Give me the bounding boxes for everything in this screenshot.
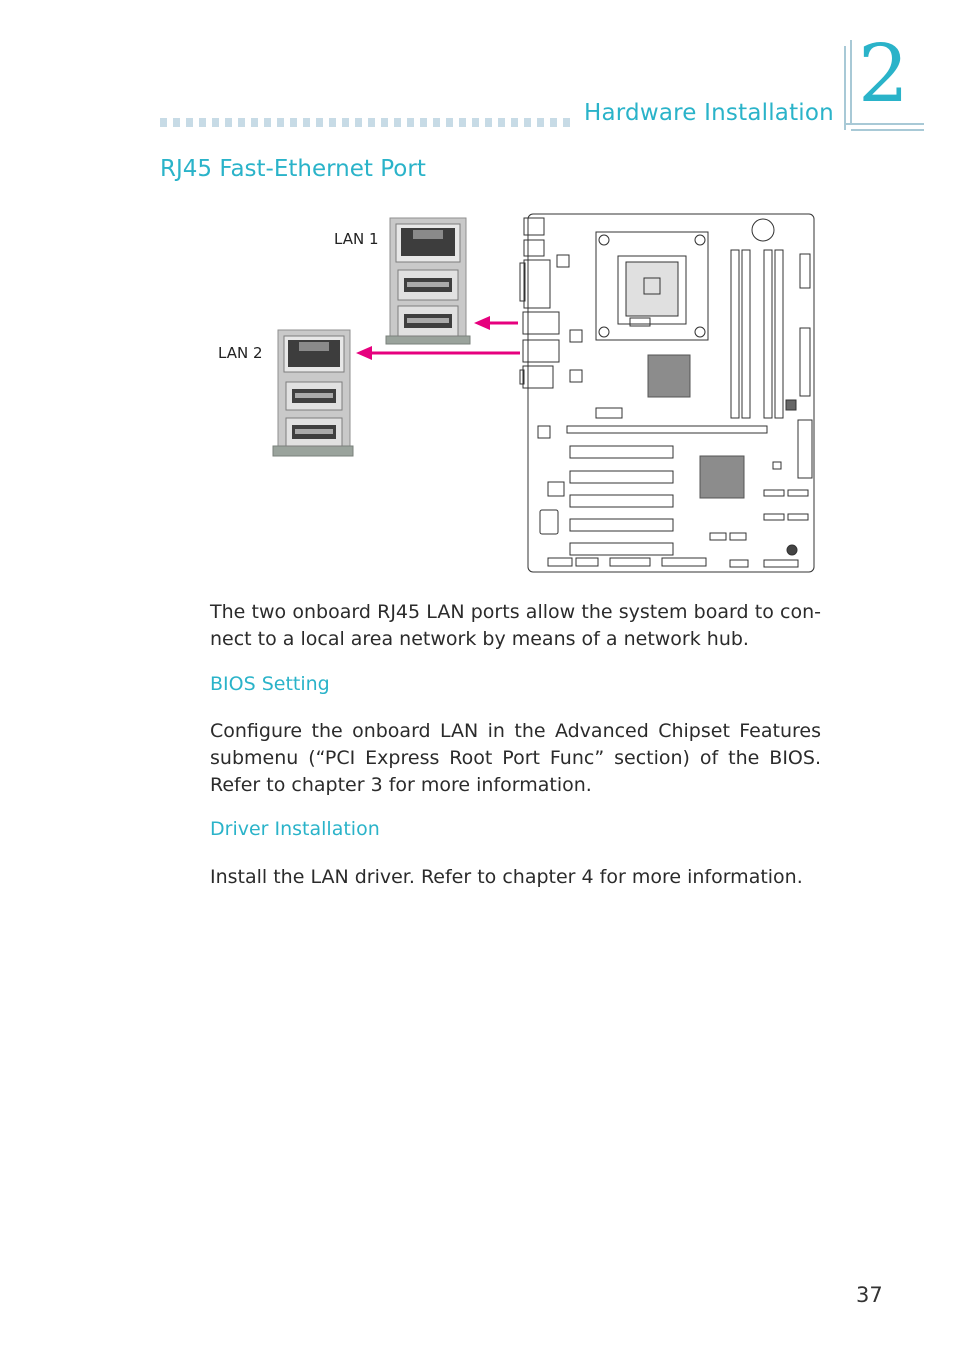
driver-installation-title: Driver Installation: [210, 818, 380, 840]
page-number: 37: [856, 1283, 883, 1307]
header-section-title: Hardware Installation: [584, 100, 834, 126]
lan1-label: LAN 1: [334, 230, 379, 248]
motherboard-diagram: [519, 213, 815, 573]
header-dot-strip: [160, 118, 575, 127]
pointer-arrows: [356, 316, 520, 360]
intro-paragraph: The two onboard RJ45 LAN ports allow the…: [210, 601, 821, 650]
bios-setting-title: BIOS Setting: [210, 673, 330, 695]
chapter-tab-frame: [844, 40, 924, 131]
lan2-port-stack: [272, 329, 354, 457]
page-title: RJ45 Fast-Ethernet Port: [160, 156, 426, 182]
bios-setting-paragraph: Configure the onboard LAN in the Advance…: [210, 720, 821, 796]
driver-installation-paragraph: Install the LAN driver. Refer to chapter…: [210, 866, 803, 888]
lan2-label: LAN 2: [218, 344, 263, 362]
lan1-port-stack: [385, 217, 471, 345]
chapter-number: 2: [858, 27, 909, 120]
lan-port-figure: [272, 213, 815, 573]
